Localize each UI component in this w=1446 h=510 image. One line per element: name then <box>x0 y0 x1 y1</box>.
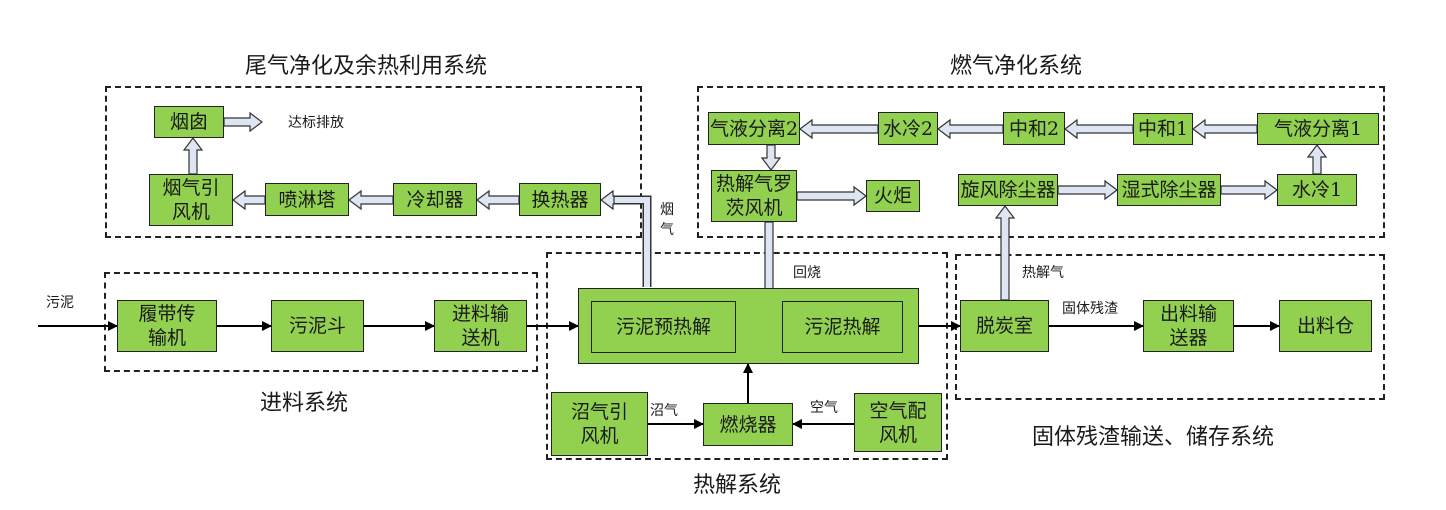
arrow-heat-exchanger-to-cooler <box>476 189 520 211</box>
box-discharge-bin: 出料仓 <box>1279 300 1372 352</box>
group-title-residue: 固体残渣输送、储存系统 <box>1032 425 1275 450</box>
label-reburn: 回烧 <box>793 265 821 281</box>
group-pyrolysis-system <box>546 252 948 460</box>
label-solid-residue: 固体残渣 <box>1062 301 1118 317</box>
box-chimney: 烟囱 <box>154 106 224 138</box>
box-spray-tower: 喷淋塔 <box>265 183 349 216</box>
arrow-flue-to-heat-exchanger <box>600 189 615 211</box>
arrow-fan-to-chimney <box>182 137 204 175</box>
arrow-roots-to-torch <box>796 185 867 207</box>
box-neutralizer-2: 中和2 <box>1003 112 1065 145</box>
group-title-gas: 燃气净化系统 <box>950 54 1083 79</box>
arrow-sep1-to-neutral1 <box>1192 118 1258 140</box>
box-biogas-fan-l1: 沼气引 <box>570 401 628 423</box>
box-wet-dust-collector: 湿式除尘器 <box>1117 174 1221 206</box>
box-biogas-fan: 沼气引风机 <box>551 392 648 456</box>
box-heat-exchanger: 换热器 <box>519 183 601 216</box>
arrow-decarb-to-cyclone <box>994 205 1016 301</box>
box-flue-gas-fan-l2: 风机 <box>171 201 210 223</box>
box-roots-blower: 热解气罗茨风机 <box>711 170 797 222</box>
box-flue-gas-fan: 烟气引风机 <box>149 174 233 226</box>
box-neutralizer-1: 中和1 <box>1133 113 1193 145</box>
box-water-cooler-2: 水冷2 <box>878 112 938 145</box>
group-title-feed: 进料系统 <box>260 391 349 416</box>
arrow-cyclone-to-wet <box>1057 179 1118 201</box>
arrow-neutral1-to-neutral2 <box>1064 118 1134 140</box>
box-sludge-hopper: 污泥斗 <box>271 300 364 352</box>
box-air-supply-fan: 空气配风机 <box>854 393 942 452</box>
box-water-cooler-1: 水冷1 <box>1277 174 1357 206</box>
label-air: 空气 <box>810 400 838 416</box>
arrow-sep2-to-roots <box>760 144 782 171</box>
box-burner: 燃烧器 <box>703 403 793 446</box>
box-flue-gas-fan-l1: 烟气引 <box>162 177 220 199</box>
box-crawler-conveyor-l2: 输机 <box>147 327 186 349</box>
box-roots-blower-l2: 茨风机 <box>725 197 783 219</box>
group-feed-system <box>104 272 538 372</box>
box-discharge-conveyor-l1: 出料输 <box>1159 303 1217 325</box>
group-exhaust-purification <box>105 86 642 238</box>
box-biogas-fan-l2: 风机 <box>580 425 619 447</box>
box-torch: 火炬 <box>866 180 920 212</box>
arrow-water2-to-sep2 <box>799 118 879 140</box>
box-sludge-prepyrolysis: 污泥预热解 <box>591 301 736 353</box>
box-feed-conveyor-l1: 进料输 <box>451 303 509 325</box>
box-cyclone-dust-collector: 旋风除尘器 <box>958 174 1058 206</box>
box-decarbonization-chamber: 脱炭室 <box>960 300 1049 352</box>
pipe-flue-gas-outline <box>612 195 652 287</box>
box-crawler-conveyor-l1: 履带传 <box>138 303 196 325</box>
label-sludge-input: 污泥 <box>46 295 74 311</box>
box-cooler: 冷却器 <box>393 183 477 216</box>
box-feed-conveyor-l2: 送机 <box>461 327 500 349</box>
box-roots-blower-l1: 热解气罗 <box>715 173 792 195</box>
box-discharge-conveyor: 出料输送器 <box>1143 300 1234 352</box>
box-air-supply-fan-l1: 空气配 <box>869 399 927 422</box>
arrow-water1-to-sep1 <box>1306 144 1328 175</box>
box-sludge-pyrolysis: 污泥热解 <box>782 301 903 353</box>
group-title-exhaust: 尾气净化及余热利用系统 <box>245 54 488 79</box>
box-air-supply-fan-l2: 风机 <box>878 423 917 446</box>
arrow-spray-to-fan <box>232 189 266 211</box>
label-pyrolysis-gas: 热解气 <box>1022 265 1064 281</box>
box-discharge-conveyor-l2: 送器 <box>1169 327 1208 349</box>
box-feed-conveyor: 进料输送机 <box>434 300 527 352</box>
label-biogas: 沼气 <box>650 403 678 419</box>
arrow-neutral2-to-water2 <box>937 118 1004 140</box>
label-flue-gas: 烟气 <box>660 202 674 238</box>
group-gas-purification <box>697 86 1385 238</box>
box-crawler-conveyor: 履带传输机 <box>117 300 217 352</box>
arrow-wet-to-water1 <box>1220 179 1278 201</box>
arrow-cooler-to-spray <box>348 189 394 211</box>
box-gas-liquid-separator-2: 气液分离2 <box>708 112 800 145</box>
box-gas-liquid-separator-1: 气液分离1 <box>1257 113 1379 145</box>
arrow-chimney-emission <box>223 111 263 133</box>
group-title-pyrolysis: 热解系统 <box>693 473 782 498</box>
pipe-flue-gas <box>612 197 650 287</box>
label-emission-standard: 达标排放 <box>288 115 344 131</box>
